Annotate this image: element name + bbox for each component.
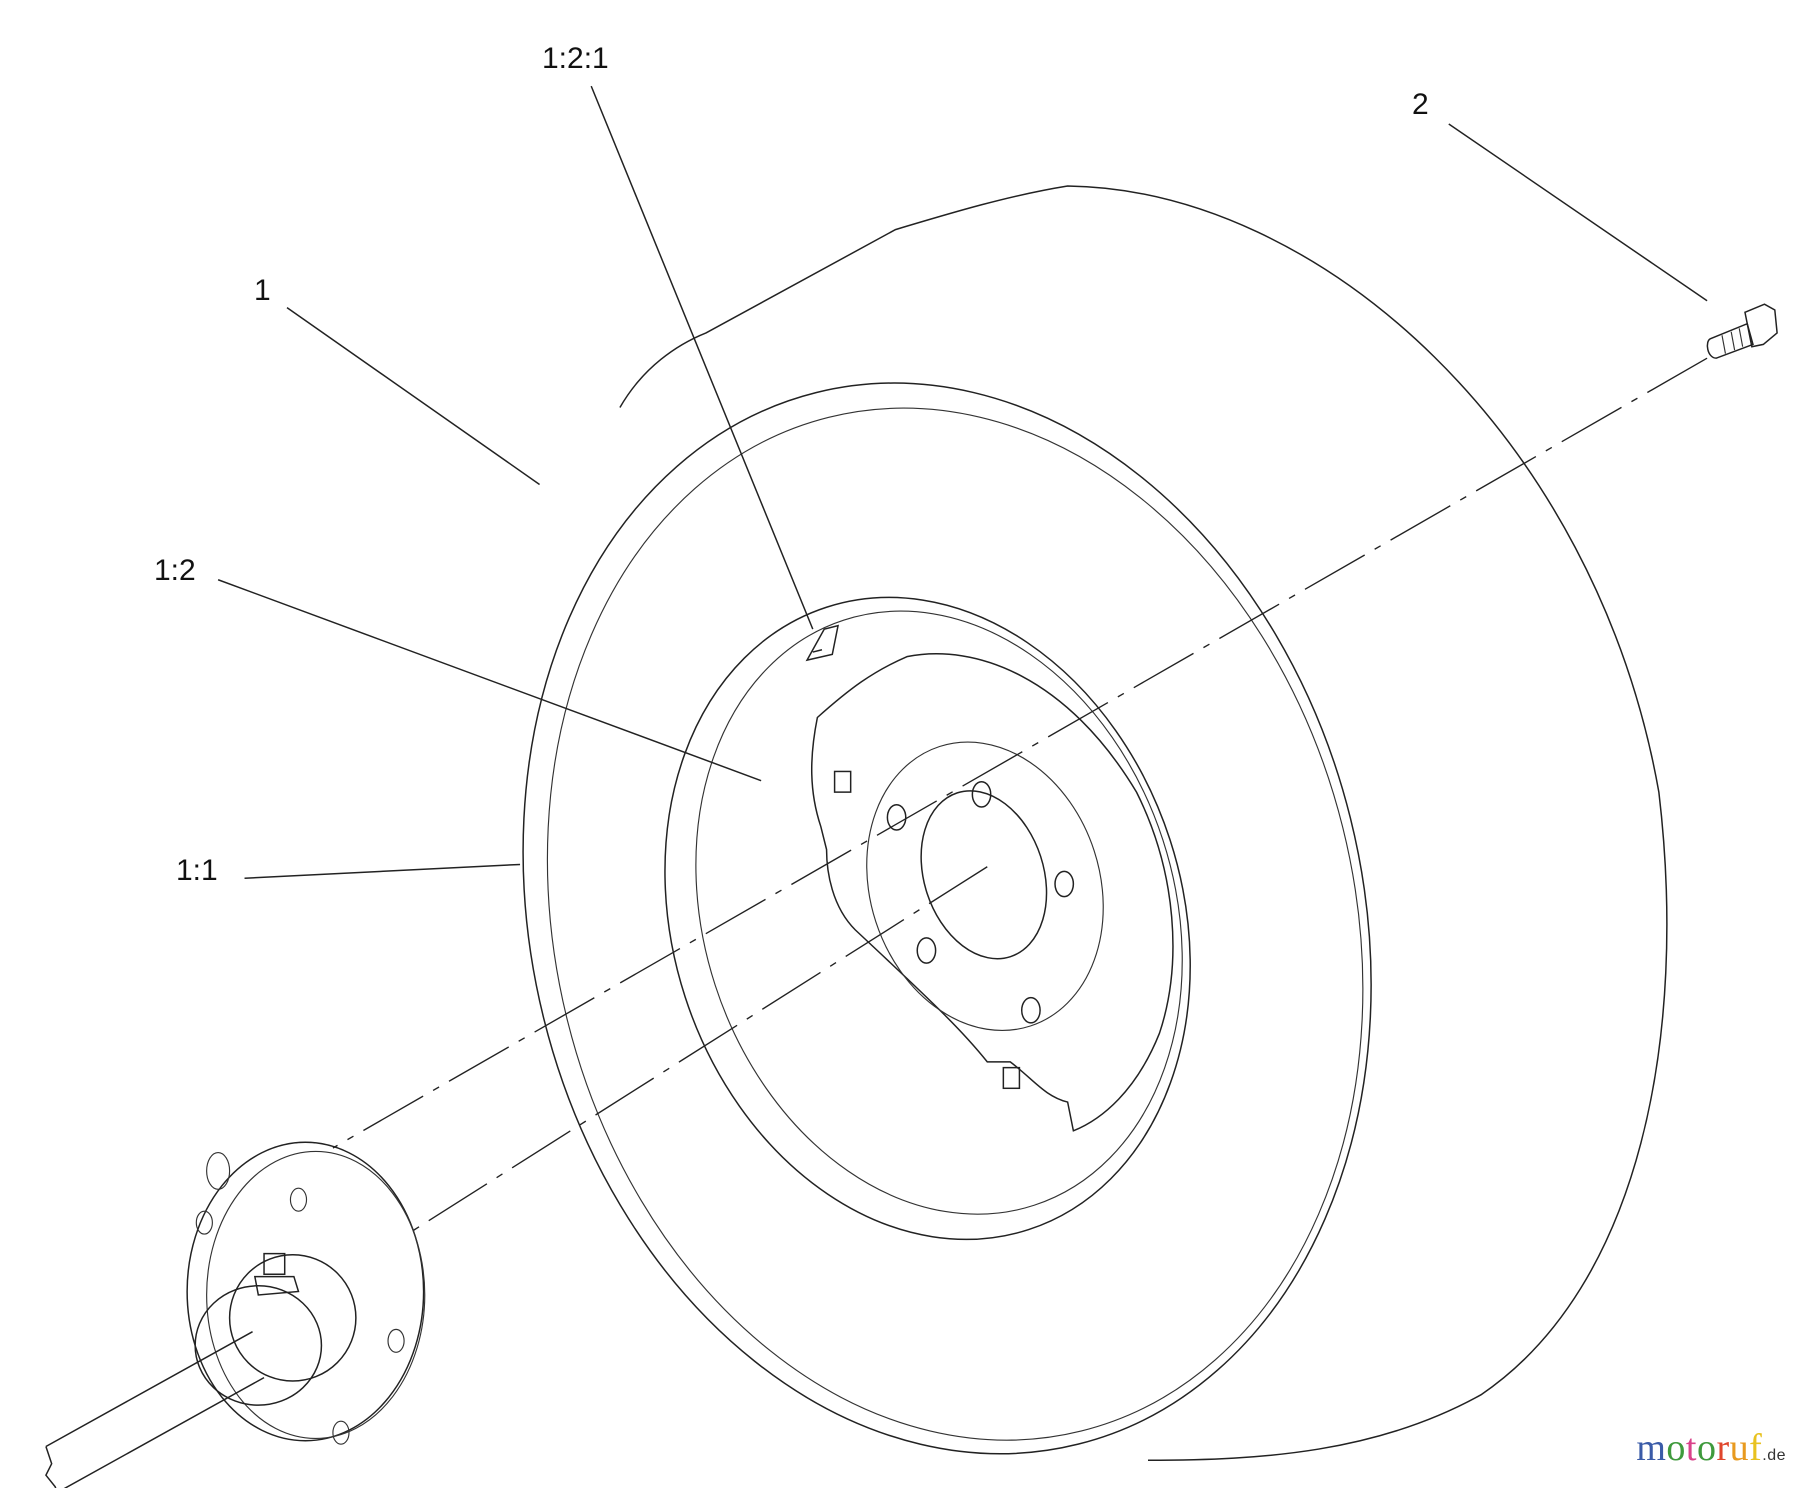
center-hole <box>920 790 1048 960</box>
logo-letter: o <box>1666 1427 1686 1469</box>
callout-1-2-1: 1:2:1 <box>542 42 609 75</box>
center-line-bolt <box>332 357 1708 1149</box>
tire-tread <box>619 185 1668 1462</box>
logo-letter: r <box>1716 1427 1730 1469</box>
valve-stem <box>805 624 840 662</box>
bolt-hole <box>971 781 992 808</box>
callout-1-2: 1:2 <box>154 554 196 587</box>
center-line-axle <box>407 866 988 1235</box>
bolt-circle <box>866 741 1104 1032</box>
axle-hub <box>45 1141 426 1488</box>
bolt-hole <box>1054 870 1075 898</box>
hub-plate <box>810 653 1174 1132</box>
logo-letter: t <box>1685 1427 1697 1469</box>
logo-letter: f <box>1749 1427 1763 1469</box>
leader-line-1-2-1 <box>590 85 814 630</box>
leader-line-2 <box>1448 123 1708 302</box>
logo-letter: o <box>1696 1427 1717 1469</box>
callout-2: 2 <box>1412 88 1429 121</box>
tire-sidewall-inner <box>546 407 1364 1441</box>
bolt-hole <box>1020 996 1041 1024</box>
logo-suffix: .de <box>1762 1447 1786 1464</box>
leader-line-1-1 <box>244 863 521 879</box>
bolt-hole <box>916 937 937 964</box>
callout-1: 1 <box>254 274 271 307</box>
leader-line-1-2 <box>217 579 762 782</box>
leader-line-1 <box>286 307 540 486</box>
motoruf-logo: motoruf.de <box>1636 1426 1786 1470</box>
wheel-bolt <box>1706 303 1778 359</box>
logo-letter: u <box>1729 1427 1750 1469</box>
logo-letter: m <box>1636 1427 1667 1469</box>
square-hole <box>833 770 852 793</box>
bolt-hole <box>886 804 907 831</box>
rim-outer <box>664 596 1191 1241</box>
rim-inner <box>695 610 1183 1215</box>
tire-sidewall-outer <box>522 382 1372 1455</box>
square-hole <box>1002 1066 1021 1090</box>
callout-1-1: 1:1 <box>176 854 218 887</box>
logo-text: motoruf <box>1636 1427 1762 1469</box>
